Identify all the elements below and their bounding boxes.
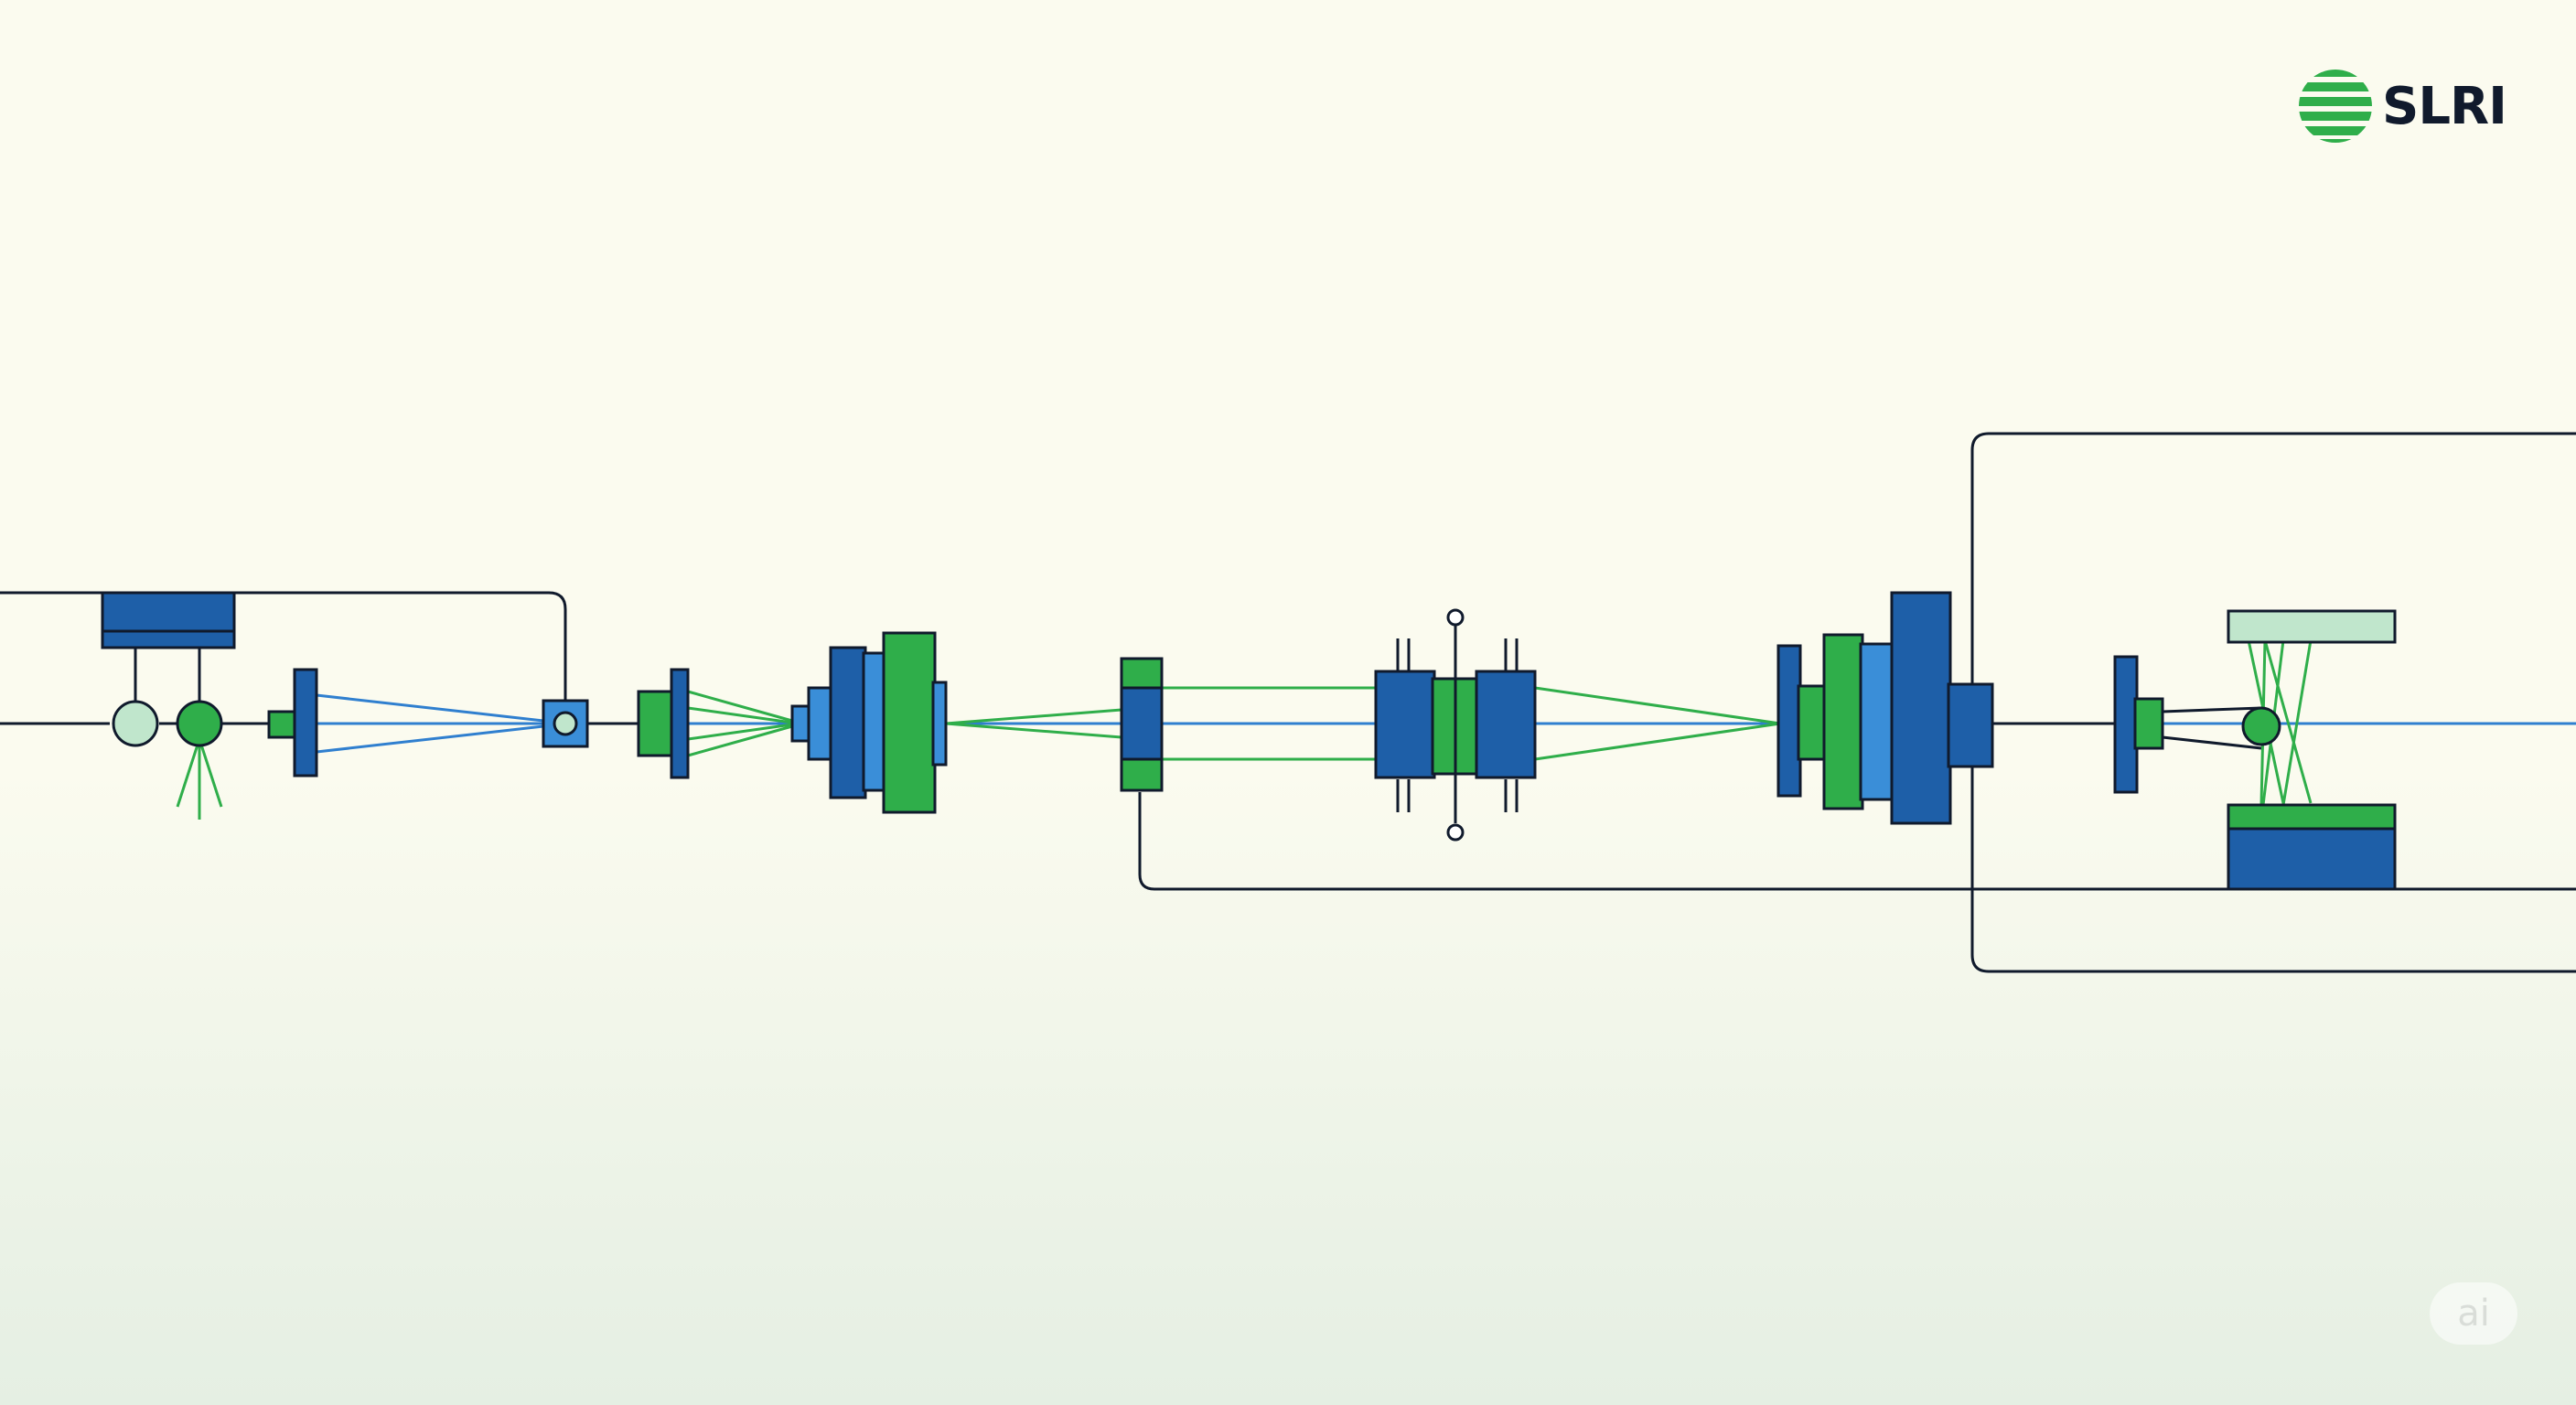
beam-shutter (1120, 657, 1164, 792)
endstation-enclosure (1970, 432, 2576, 973)
detector-chord-2 (2162, 735, 2262, 750)
magnet-assembly (1374, 608, 1537, 842)
striped-sphere-icon (2299, 70, 2372, 143)
focusing-stack (1776, 591, 1994, 825)
entrance-aperture (267, 668, 318, 778)
logo: SLRI (2298, 64, 2507, 148)
top-left-loop (0, 591, 567, 712)
detector-chord-1 (2162, 706, 2262, 713)
lower-detector (2227, 803, 2397, 891)
sample-aperture (2113, 655, 2164, 794)
ai-badge: ai (2430, 1282, 2517, 1345)
logo-text: SLRI (2382, 76, 2507, 136)
sample-point (2241, 706, 2281, 746)
upper-detector-screen (2227, 609, 2397, 644)
monochromator (790, 631, 948, 814)
blue-beam-rays (316, 693, 2576, 754)
emitter-green (176, 700, 223, 747)
focusing-optic (637, 668, 690, 779)
emitter-pale (112, 700, 159, 747)
bending-magnet (101, 591, 236, 649)
pinhole (542, 699, 589, 748)
lower-return-loop (1138, 792, 2576, 891)
